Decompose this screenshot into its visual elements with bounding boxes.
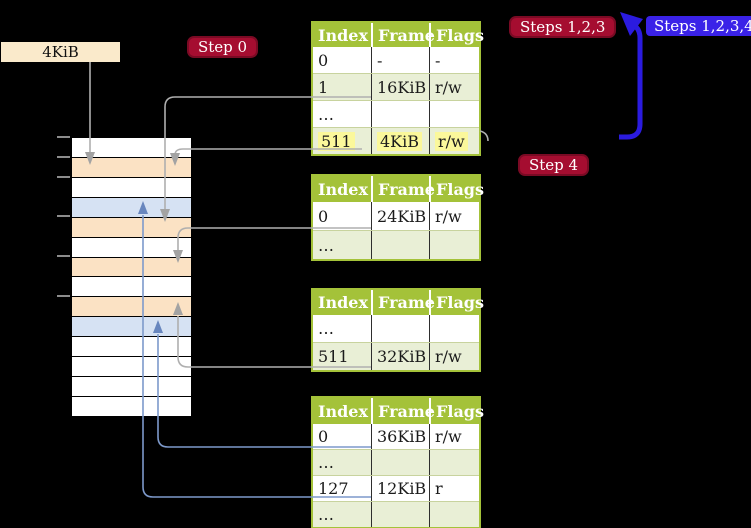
table-row: 0 -- (313, 47, 479, 73)
memory-row-plain (72, 395, 191, 416)
table-row: 511 4KiB r/w (313, 127, 479, 154)
table-cell: … (318, 319, 334, 338)
badge-step-0: Step 0 (187, 36, 259, 58)
table-cell: r/w (429, 74, 479, 100)
table-row: … (313, 230, 479, 259)
table-cell: r (429, 476, 479, 501)
table-cell: 127 (318, 479, 349, 498)
memory-row-plain (72, 176, 191, 197)
table-cell (429, 315, 479, 342)
table-cell: 1 (318, 77, 329, 97)
table-cell: … (318, 235, 334, 255)
column-header: Index (318, 179, 369, 199)
table-cell: … (318, 453, 334, 472)
badge-steps-1-2-3-4: Steps 1,2,3,4 (646, 16, 751, 36)
table-cell: … (318, 104, 334, 124)
column-header: Index (318, 293, 369, 312)
table-cell: r/w (429, 128, 479, 154)
table-row: … (313, 100, 479, 127)
table-cell: - (429, 47, 479, 73)
highlighted-value: r/w (435, 131, 468, 151)
table-cell: 0 (318, 50, 329, 70)
table-cell: 16KiB (371, 74, 429, 100)
badge-step-4: Step 4 (518, 154, 590, 176)
column-header: Frame (371, 290, 435, 315)
memory-row-frame (72, 296, 191, 317)
arrowhead-recursive-loop (620, 12, 643, 36)
table-row: … (313, 315, 479, 342)
memory-row-plain (72, 236, 191, 257)
arrow-recursive-loop (619, 21, 643, 140)
table-cell: - (371, 47, 429, 73)
memory-row-target (72, 316, 191, 337)
table-cell: 12KiB (371, 476, 429, 501)
page-size-label: 4KiB (1, 42, 120, 62)
column-header: Index (318, 401, 369, 421)
column-header: Flags (429, 23, 484, 47)
column-header: Frame (371, 176, 435, 202)
table-row: … (313, 449, 479, 475)
table-cell (429, 502, 479, 527)
table-cell: r/w (429, 202, 479, 230)
table-cell (429, 101, 479, 127)
physical-memory-column (71, 137, 192, 417)
table-cell (429, 231, 479, 259)
column-header: Frame (371, 398, 435, 424)
memory-row-plain (72, 356, 191, 377)
table-cell (371, 502, 429, 527)
memory-row-target (72, 196, 191, 217)
table-cell (371, 231, 429, 259)
column-header: Flags (429, 290, 484, 315)
table-cell: r/w (429, 343, 479, 370)
memory-row-frame (72, 216, 191, 237)
memory-row-plain (72, 138, 191, 157)
table-cell: … (318, 505, 334, 524)
memory-row-frame (72, 156, 191, 177)
table-cell (429, 450, 479, 475)
column-header: Index (318, 25, 369, 45)
table-cell (371, 450, 429, 475)
memory-row-plain (72, 336, 191, 357)
table-cell: 0 (318, 206, 329, 226)
column-header: Frame (371, 23, 435, 47)
memory-row-plain (72, 376, 191, 396)
table-cell (371, 315, 429, 342)
table-cell: 0 (318, 427, 329, 446)
table-cell: 32KiB (371, 343, 429, 370)
highlighted-value: 4KiB (377, 131, 423, 151)
arrow-recursive-hook (479, 130, 489, 142)
table-cell (371, 101, 429, 127)
memory-tick-marks (57, 136, 70, 297)
memory-row-plain (72, 276, 191, 297)
highlighted-value: 511 (318, 131, 355, 151)
column-header: Flags (429, 176, 484, 202)
column-header: Flags (429, 398, 484, 424)
memory-row-frame (72, 256, 191, 277)
table-cell: r/w (429, 424, 479, 449)
table-row: … (313, 501, 479, 527)
table-cell: 24KiB (371, 202, 429, 230)
table-cell: 511 (313, 128, 371, 154)
table-cell: 4KiB (371, 128, 429, 154)
table-cell: 511 (318, 347, 349, 366)
table-cell: 36KiB (371, 424, 429, 449)
badge-steps-1-2-3: Steps 1,2,3 (509, 16, 617, 38)
